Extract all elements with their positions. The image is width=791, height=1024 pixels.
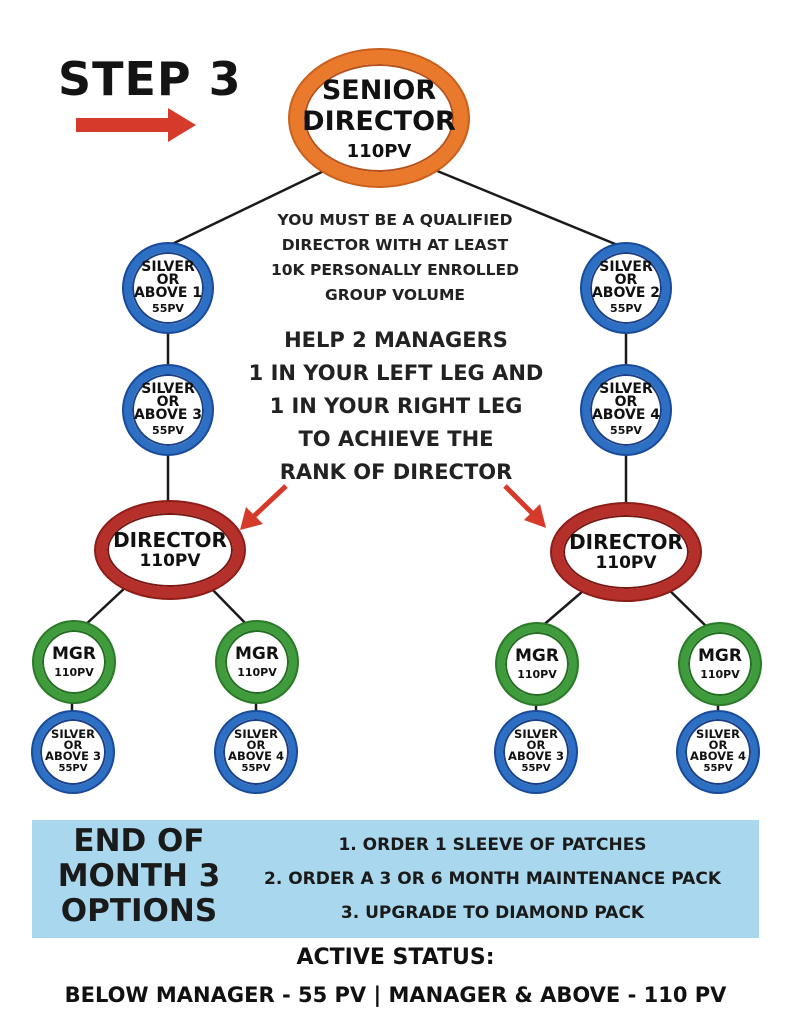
help-line: 1 IN YOUR LEFT LEG AND <box>248 361 544 385</box>
active-status-line: BELOW MANAGER - 55 PV | MANAGER & ABOVE … <box>64 983 727 1007</box>
requirement-line: GROUP VOLUME <box>325 286 465 304</box>
end-title-line: END OF <box>73 823 205 859</box>
mgr-node-2: MGR 110PV <box>217 622 297 702</box>
silver-label: ABOVE 3 <box>45 749 101 763</box>
mgr-label: MGR <box>52 643 96 664</box>
silver-node-1: SILVER OR ABOVE 1 55PV <box>124 244 212 332</box>
options-list: 1. ORDER 1 SLEEVE OF PATCHES 2. ORDER A … <box>240 828 745 930</box>
silver-label: SILVER <box>141 258 195 275</box>
silver-label: SILVER <box>514 727 558 741</box>
silver-label: OR <box>614 393 638 410</box>
silver-label: SILVER <box>599 258 653 275</box>
connector <box>539 584 591 629</box>
option-item: 1. ORDER 1 SLEEVE OF PATCHES <box>338 835 647 855</box>
step-arrow <box>76 108 196 142</box>
silver-label: ABOVE 4 <box>228 749 284 763</box>
mgr-pv: 110PV <box>517 667 557 681</box>
silver-node-4-left: SILVER OR ABOVE 4 55PV <box>216 712 296 792</box>
requirement-line: 10K PERSONALLY ENROLLED <box>270 261 519 279</box>
mgr-pv: 110PV <box>54 665 94 679</box>
director-node-left: DIRECTOR 110PV <box>96 502 244 598</box>
requirement-text: YOU MUST BE A QUALIFIED DIRECTOR WITH AT… <box>236 208 554 308</box>
mgr-node-4: MGR 110PV <box>680 624 760 704</box>
connector <box>81 584 129 629</box>
silver-label: OR <box>63 738 83 752</box>
silver-label: SILVER <box>234 727 278 741</box>
senior-director-node: SENIOR DIRECTOR 110PV <box>290 50 468 186</box>
silver-label: ABOVE 3 <box>133 406 203 423</box>
silver-pv: 55PV <box>703 763 733 774</box>
options-panel <box>32 820 759 938</box>
arrow-right-pointer <box>503 484 546 528</box>
director-node-right: DIRECTOR 110PV <box>552 504 700 600</box>
silver-pv: 55PV <box>241 763 271 774</box>
silver-pv: 55PV <box>610 423 642 437</box>
silver-node-3-left: SILVER OR ABOVE 3 55PV <box>33 712 113 792</box>
director-label: DIRECTOR <box>569 530 683 554</box>
senior-line-1: SENIOR <box>321 74 437 106</box>
end-title-line: OPTIONS <box>60 893 218 929</box>
silver-pv: 55PV <box>152 423 184 437</box>
arrow-left-pointer <box>240 484 288 530</box>
silver-label: ABOVE 3 <box>508 749 564 763</box>
director-pv: 110PV <box>139 551 201 571</box>
silver-label: SILVER <box>696 727 740 741</box>
help-line: RANK OF DIRECTOR <box>279 460 513 484</box>
silver-label: SILVER <box>141 380 195 397</box>
mgr-pv: 110PV <box>237 665 277 679</box>
silver-pv: 55PV <box>610 301 642 315</box>
mgr-label: MGR <box>515 645 559 666</box>
end-of-month-title: END OF MONTH 3 OPTIONS <box>50 824 228 929</box>
silver-node-4: SILVER OR ABOVE 4 55PV <box>582 366 670 454</box>
mgr-label: MGR <box>235 643 279 664</box>
help-line: HELP 2 MANAGERS <box>284 328 508 352</box>
active-status-title: ACTIVE STATUS: <box>296 945 495 970</box>
silver-pv: 55PV <box>152 301 184 315</box>
connector <box>429 166 621 248</box>
silver-node-4-right: SILVER OR ABOVE 4 55PV <box>678 712 758 792</box>
mgr-node-1: MGR 110PV <box>34 622 114 702</box>
silver-label: OR <box>156 271 180 288</box>
connector <box>663 584 709 629</box>
mgr-label: MGR <box>698 645 742 666</box>
silver-label: OR <box>156 393 180 410</box>
silver-pv: 55PV <box>521 763 551 774</box>
director-label: DIRECTOR <box>113 528 227 552</box>
silver-label: OR <box>246 738 266 752</box>
silver-node-3-right: SILVER OR ABOVE 3 55PV <box>496 712 576 792</box>
help-line: 1 IN YOUR RIGHT LEG <box>269 394 523 418</box>
requirement-line: YOU MUST BE A QUALIFIED <box>277 211 513 229</box>
mgr-node-3: MGR 110PV <box>497 624 577 704</box>
silver-label: ABOVE 4 <box>690 749 746 763</box>
senior-line-2: DIRECTOR <box>302 105 456 137</box>
connector <box>167 166 331 248</box>
help-text: HELP 2 MANAGERS 1 IN YOUR LEFT LEG AND 1… <box>226 324 566 489</box>
step-title: STEP 3 <box>58 52 242 106</box>
silver-label: SILVER <box>51 727 95 741</box>
senior-pv: 110PV <box>346 140 412 162</box>
silver-node-2: SILVER OR ABOVE 2 55PV <box>582 244 670 332</box>
silver-label: ABOVE 2 <box>591 284 661 301</box>
requirement-line: DIRECTOR WITH AT LEAST <box>281 236 509 254</box>
silver-label: SILVER <box>599 380 653 397</box>
silver-label: ABOVE 1 <box>133 284 203 301</box>
silver-label: ABOVE 4 <box>591 406 661 423</box>
option-item: 2. ORDER A 3 OR 6 MONTH MAINTENANCE PACK <box>263 869 721 889</box>
director-pv: 110PV <box>595 553 657 573</box>
connector <box>207 584 251 629</box>
silver-label: OR <box>614 271 638 288</box>
help-line: TO ACHIEVE THE <box>298 427 494 451</box>
silver-pv: 55PV <box>58 763 88 774</box>
mgr-pv: 110PV <box>700 667 740 681</box>
silver-node-3: SILVER OR ABOVE 3 55PV <box>124 366 212 454</box>
silver-label: OR <box>526 738 546 752</box>
silver-label: OR <box>708 738 728 752</box>
option-item: 3. UPGRADE TO DIAMOND PACK <box>340 903 645 923</box>
end-title-line: MONTH 3 <box>57 858 221 894</box>
